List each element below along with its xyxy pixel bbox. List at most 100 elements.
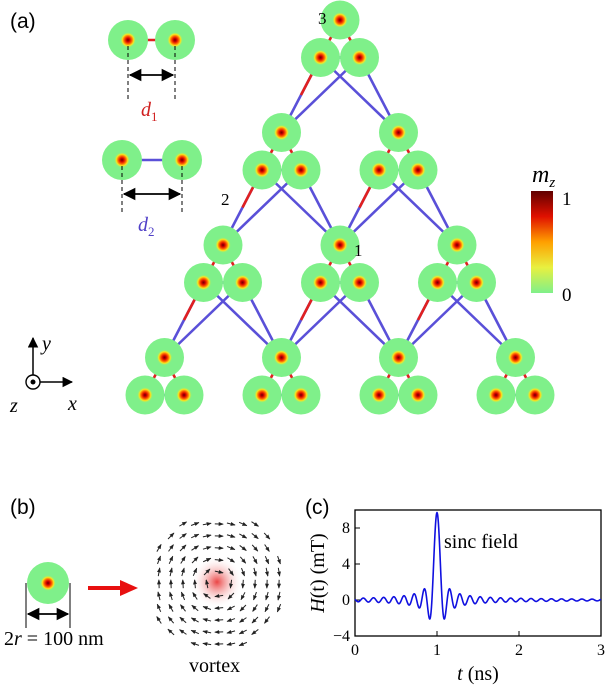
spin-arrow: [238, 629, 247, 635]
colorbar: mz 1 0: [531, 162, 572, 306]
spin-arrow: [202, 642, 212, 647]
spin-arrow: [156, 603, 162, 613]
vortex-core: [390, 124, 407, 141]
axis-y-label: y: [40, 333, 51, 355]
vortex-disks: [125, 0, 555, 415]
spin-arrow: [239, 617, 247, 623]
spin-arrow: [202, 557, 212, 563]
spin-arrow: [226, 641, 236, 646]
vortex-core: [410, 387, 426, 403]
spin-arrow: [205, 579, 210, 589]
vortex-core: [410, 162, 426, 178]
vortex-core: [468, 274, 485, 291]
spin-arrow: [277, 555, 281, 565]
spin-arrow: [252, 556, 258, 565]
vortex-core: [293, 162, 309, 178]
spin-arrow: [241, 567, 245, 577]
size-value: = 100 nm: [22, 628, 104, 650]
chart-xlabel: t (ns): [457, 663, 499, 685]
vortex-core: [254, 387, 270, 403]
spin-arrow: [191, 604, 199, 612]
y-tick-label: 0: [342, 592, 350, 609]
chart-ylabel: H(t) (mT): [307, 533, 329, 613]
d2-legend: d2: [102, 140, 202, 239]
d1-subscript: 1: [151, 109, 158, 124]
vortex-core: [371, 162, 387, 178]
vortex-core: [195, 274, 212, 291]
right-arrow: [88, 580, 138, 596]
spin-arrow: [179, 533, 187, 539]
spin-arrow: [180, 604, 186, 612]
vortex-core: [273, 349, 290, 366]
spin-arrow: [263, 532, 271, 540]
spin-arrow: [227, 557, 235, 563]
vortex-core: [176, 387, 192, 403]
vortex-core: [390, 349, 407, 366]
spin-arrow: [179, 616, 187, 624]
spin-arrow: [264, 604, 270, 613]
size-prefix: 2: [4, 628, 14, 650]
axis-x-label: x: [67, 393, 77, 415]
bonds: [143, 19, 537, 397]
spin-arrow: [239, 545, 247, 551]
single-disk: [25, 562, 71, 628]
spin-arrow: [167, 628, 175, 636]
spin-arrow: [191, 545, 199, 551]
site-label-2: 2: [221, 190, 230, 209]
spin-arrow: [203, 568, 211, 576]
vortex-core: [234, 274, 251, 291]
size-var: r: [14, 628, 22, 650]
spin-arrow: [179, 544, 187, 552]
colorbar-title: m: [532, 162, 549, 188]
sinc-curve: [354, 511, 602, 620]
vortex-core: [429, 274, 446, 291]
spin-arrow: [226, 545, 236, 551]
d1-legend: d1: [108, 20, 195, 124]
d2-symbol: d: [138, 214, 149, 236]
plot-frame: [354, 509, 602, 637]
vortex-core: [351, 49, 368, 66]
vortex-core: [488, 387, 504, 403]
spin-arrow: [190, 629, 200, 635]
site-label-3: 3: [318, 9, 327, 28]
spin-arrow: [203, 593, 211, 599]
panel-b-label: (b): [10, 496, 36, 519]
spin-arrow: [226, 629, 236, 634]
vortex-core: [527, 387, 543, 403]
vortex-core: [507, 349, 524, 366]
spin-arrow: [214, 605, 224, 610]
x-tick-label: 0: [351, 642, 359, 659]
spin-arrow: [192, 567, 198, 577]
spin-arrow: [190, 642, 200, 646]
spin-arrow: [190, 617, 199, 623]
spin-arrow: [251, 521, 259, 527]
panel-c-label: (c): [305, 496, 330, 519]
y-tick-label: −4: [333, 628, 350, 645]
site-label-1: 1: [354, 241, 363, 260]
vortex-core: [293, 387, 309, 403]
panel-a-label: (a): [10, 10, 36, 33]
spin-arrow: [239, 533, 248, 539]
spin-arrow: [239, 556, 247, 564]
spin-arrows: [156, 521, 282, 647]
spin-arrow: [190, 533, 200, 539]
spin-arrow: [214, 593, 224, 598]
y-tick-label: 8: [342, 520, 350, 537]
spin-arrow: [179, 629, 187, 635]
spin-arrow: [202, 630, 212, 635]
spin-arrow: [180, 567, 185, 577]
spin-arrow: [179, 521, 188, 527]
vortex-core: [215, 237, 231, 253]
spin-arrow: [226, 618, 236, 622]
spin-arrow: [277, 591, 282, 601]
spin-arrow: [168, 555, 174, 565]
spin-arrow: [253, 591, 257, 601]
spin-arrow: [264, 544, 270, 552]
vortex-core: [332, 237, 348, 253]
spin-arrow: [241, 579, 246, 589]
spin-arrow: [251, 544, 259, 552]
spin-arrow: [156, 616, 162, 624]
spin-arrow: [227, 592, 235, 600]
